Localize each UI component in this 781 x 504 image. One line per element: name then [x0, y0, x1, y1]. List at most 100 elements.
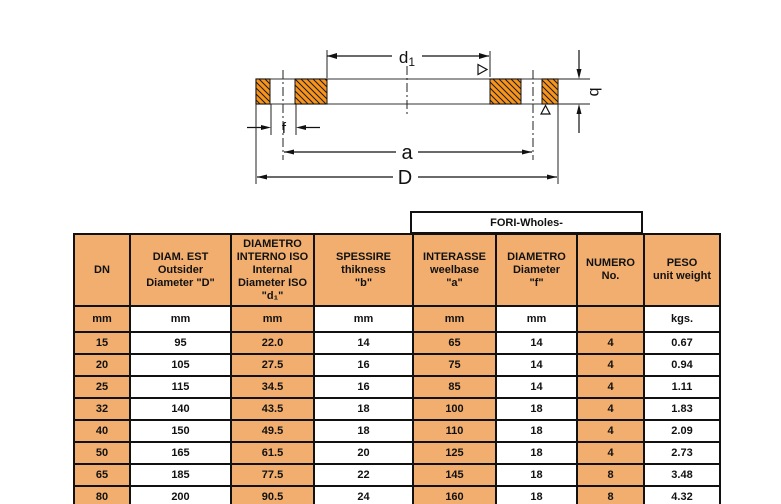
cell-unit-weight: 3.48	[643, 463, 721, 487]
cell-dn: 20	[73, 353, 131, 377]
cell-hole-diameter: 18	[495, 441, 578, 465]
cell-wheelbase: 160	[412, 485, 497, 504]
unit-cell-unit-weight: kgs.	[643, 305, 721, 333]
cell-internal-diameter-iso: 61.5	[230, 441, 315, 465]
dimension-f: f	[247, 104, 320, 137]
cell-internal-diameter-iso: 90.5	[230, 485, 315, 504]
cell-thickness: 24	[313, 485, 414, 504]
cell-internal-diameter-iso: 49.5	[230, 419, 315, 443]
unit-cell-outside-diameter: mm	[129, 305, 232, 333]
center-lines	[282, 66, 534, 160]
cell-holes-number: 8	[576, 485, 645, 504]
unit-cell-thickness: mm	[313, 305, 414, 333]
cell-hole-diameter: 14	[495, 353, 578, 377]
cell-hole-diameter: 18	[495, 485, 578, 504]
cell-outside-diameter: 185	[129, 463, 232, 487]
cell-thickness: 14	[313, 331, 414, 355]
cell-hole-diameter: 18	[495, 463, 578, 487]
cell-outside-diameter: 105	[129, 353, 232, 377]
cell-hole-diameter: 18	[495, 419, 578, 443]
cell-internal-diameter-iso: 34.5	[230, 375, 315, 399]
cell-hole-diameter: 14	[495, 331, 578, 355]
cell-holes-number: 4	[576, 375, 645, 399]
cell-outside-diameter: 165	[129, 441, 232, 465]
cell-unit-weight: 2.73	[643, 441, 721, 465]
cell-outside-diameter: 150	[129, 419, 232, 443]
cell-dn: 40	[73, 419, 131, 443]
cell-internal-diameter-iso: 43.5	[230, 397, 315, 421]
cell-internal-diameter-iso: 27.5	[230, 353, 315, 377]
cell-holes-number: 4	[576, 353, 645, 377]
label-d1: d1	[399, 48, 415, 69]
label-f: f	[282, 120, 287, 137]
cell-dn: 32	[73, 397, 131, 421]
column-header-dn: DN	[73, 233, 131, 307]
cell-wheelbase: 75	[412, 353, 497, 377]
cell-wheelbase: 65	[412, 331, 497, 355]
triangle-up-marker	[540, 104, 551, 115]
cell-outside-diameter: 140	[129, 397, 232, 421]
cell-dn: 50	[73, 441, 131, 465]
cell-holes-number: 4	[576, 331, 645, 355]
cell-dn: 80	[73, 485, 131, 504]
cell-holes-number: 4	[576, 441, 645, 465]
unit-cell-holes-number	[576, 305, 645, 333]
cell-unit-weight: 0.67	[643, 331, 721, 355]
label-D: D	[398, 167, 412, 189]
cell-wheelbase: 100	[412, 397, 497, 421]
cell-hole-diameter: 14	[495, 375, 578, 399]
cell-internal-diameter-iso: 22.0	[230, 331, 315, 355]
cell-unit-weight: 0.94	[643, 353, 721, 377]
cell-outside-diameter: 95	[129, 331, 232, 355]
dimension-b: b	[558, 50, 603, 133]
cell-outside-diameter: 200	[129, 485, 232, 504]
label-b: b	[586, 88, 603, 97]
unit-cell-wheelbase: mm	[412, 305, 497, 333]
hatched-sections	[255, 78, 559, 105]
cell-thickness: 18	[313, 419, 414, 443]
cell-unit-weight: 4.32	[643, 485, 721, 504]
cell-dn: 15	[73, 331, 131, 355]
cell-internal-diameter-iso: 77.5	[230, 463, 315, 487]
unit-cell-hole-diameter: mm	[495, 305, 578, 333]
cell-wheelbase: 85	[412, 375, 497, 399]
cell-thickness: 20	[313, 441, 414, 465]
fori-holes-group-header: FORI-Wholes-	[410, 211, 643, 234]
cell-thickness: 18	[313, 397, 414, 421]
unit-cell-dn: mm	[73, 305, 131, 333]
cell-wheelbase: 125	[412, 441, 497, 465]
triangle-right-marker	[477, 63, 489, 76]
cell-unit-weight: 2.09	[643, 419, 721, 443]
cell-unit-weight: 1.83	[643, 397, 721, 421]
dimension-D: D	[255, 79, 559, 189]
cell-thickness: 22	[313, 463, 414, 487]
dimension-d1: d1	[326, 46, 491, 78]
cell-dn: 25	[73, 375, 131, 399]
cell-holes-number: 8	[576, 463, 645, 487]
cell-thickness: 16	[313, 353, 414, 377]
cell-holes-number: 4	[576, 397, 645, 421]
unit-cell-internal-diameter-iso: mm	[230, 305, 315, 333]
cell-hole-diameter: 18	[495, 397, 578, 421]
cell-thickness: 16	[313, 375, 414, 399]
dimension-a: a	[284, 142, 532, 164]
cell-dn: 65	[73, 463, 131, 487]
cell-unit-weight: 1.11	[643, 375, 721, 399]
